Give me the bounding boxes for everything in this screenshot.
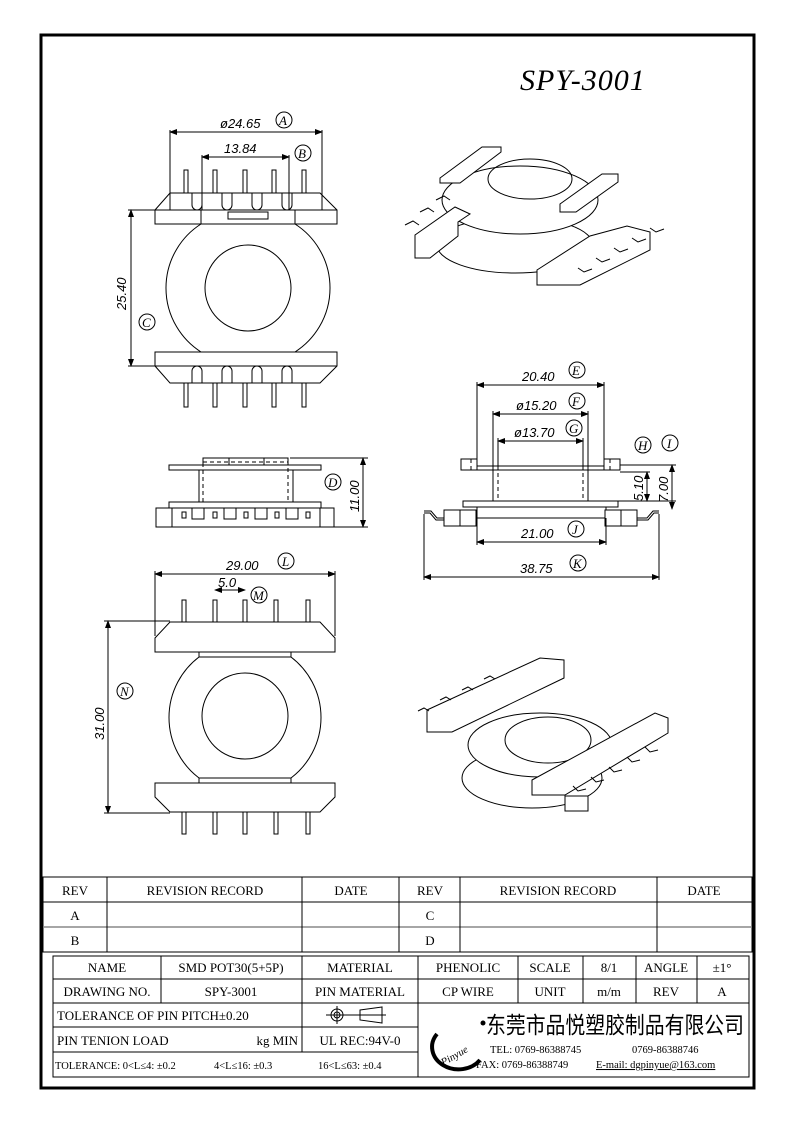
- angle-label: ANGLE: [644, 960, 688, 975]
- rev-header-1: REV: [62, 883, 89, 898]
- side-view: 11.00 D: [155, 457, 368, 528]
- dim-l-label: L: [281, 554, 289, 569]
- dim-c-label: C: [142, 315, 151, 330]
- company-fax: FAX: 0769-86388749: [476, 1060, 568, 1071]
- dim-d-label: D: [327, 475, 338, 490]
- company-email[interactable]: E-mail: dgpinyue@163.com: [596, 1060, 715, 1071]
- svg-text:Pinyue: Pinyue: [439, 1044, 471, 1069]
- dim-l-value: 29.00: [225, 558, 259, 573]
- drawing-no-value: SPY-3001: [205, 984, 258, 999]
- dim-c-value: 25.40: [114, 277, 129, 311]
- name-value: SMD POT30(5+5P): [178, 960, 283, 975]
- dim-h-label: H: [637, 438, 648, 453]
- date-header-2: DATE: [687, 883, 720, 898]
- rev-d: D: [425, 933, 434, 948]
- dim-f-value: ø15.20: [516, 398, 557, 413]
- pin-material-label: PIN MATERIAL: [315, 984, 405, 999]
- rev-header-2: REV: [417, 883, 444, 898]
- dim-a-label: A: [278, 113, 287, 128]
- bottom-pins: [183, 382, 307, 408]
- pin-tension-label: PIN TENION LOAD: [57, 1033, 169, 1048]
- dim-m-label: M: [252, 588, 265, 603]
- dim-k-label: K: [572, 556, 583, 571]
- scale-label: SCALE: [529, 960, 570, 975]
- company-tel-2: 0769-86388746: [632, 1045, 699, 1056]
- front-section-view: 20.40 E ø15.20 F ø13.70 G H I 5.10 7.00 …: [423, 361, 679, 580]
- rev-value: A: [717, 984, 727, 999]
- dim-i-value: 7.00: [656, 476, 671, 502]
- tolerance-range-3: 16<L≤63: ±0.4: [318, 1061, 382, 1072]
- bottom-view-top-pins: [181, 599, 311, 623]
- dim-a-value: ø24.65: [220, 116, 261, 131]
- tolerance-range-1: TOLERANCE: 0<L≤4: ±0.2: [55, 1061, 176, 1072]
- drawing-no-label: DRAWING NO.: [63, 984, 150, 999]
- revision-table: REV REVISION RECORD DATE REV REVISION RE…: [42, 876, 753, 953]
- dim-b-label: B: [298, 146, 306, 161]
- dim-e-value: 20.40: [521, 369, 555, 384]
- material-value: PHENOLIC: [436, 960, 500, 975]
- dim-j-label: J: [572, 522, 579, 537]
- revision-record-header-2: REVISION RECORD: [500, 883, 617, 898]
- projection-symbol-icon: [326, 1006, 386, 1024]
- dim-b-value: 13.84: [224, 141, 257, 156]
- date-header-1: DATE: [334, 883, 367, 898]
- rev-a: A: [70, 908, 80, 923]
- dim-m-value: 5.0: [218, 575, 237, 590]
- dim-k-value: 38.75: [520, 561, 553, 576]
- material-label: MATERIAL: [327, 960, 393, 975]
- top-view: ø24.65 A 13.84 B 25.40 C: [114, 111, 338, 408]
- ul-rec: UL REC:94V-0: [319, 1033, 400, 1048]
- tolerance-range-2: 4<L≤16: ±0.3: [214, 1061, 272, 1072]
- top-pins: [183, 169, 307, 196]
- dim-n-value: 31.00: [92, 707, 107, 740]
- dim-f-label: F: [571, 394, 581, 409]
- dim-d-value: 11.00: [347, 480, 362, 512]
- title-block: NAME SMD POT30(5+5P) MATERIAL PHENOLIC S…: [52, 955, 750, 1078]
- dim-h-value: 5.10: [631, 475, 646, 501]
- pin-pitch-tolerance: TOLERANCE OF PIN PITCH±0.20: [57, 1008, 249, 1023]
- dim-n-label: N: [119, 684, 130, 699]
- pin-material-value: CP WIRE: [442, 984, 494, 999]
- isometric-view-top: [404, 146, 665, 286]
- unit-value: m/m: [597, 984, 621, 999]
- rev-label: REV: [653, 984, 680, 999]
- dim-i-label: I: [666, 436, 672, 451]
- rev-c: C: [426, 908, 435, 923]
- revision-record-header-1: REVISION RECORD: [147, 883, 264, 898]
- bottom-view: 29.00 L 5.0 M 31.00 N: [92, 552, 336, 835]
- company-name: 东莞市品悦塑胶制品有限公司: [486, 1013, 744, 1039]
- dim-e-label: E: [571, 363, 580, 378]
- sheet-border: [39, 33, 756, 1090]
- angle-value: ±1°: [713, 960, 732, 975]
- dim-g-value: ø13.70: [514, 425, 555, 440]
- rev-b: B: [71, 933, 80, 948]
- pin-tension-unit: kg MIN: [256, 1033, 298, 1048]
- dim-g-label: G: [569, 421, 579, 436]
- unit-label: UNIT: [534, 984, 565, 999]
- scale-value: 8/1: [601, 960, 618, 975]
- company-tel: TEL: 0769-86388745: [490, 1045, 581, 1056]
- dim-j-value: 21.00: [520, 526, 554, 541]
- name-label: NAME: [88, 960, 126, 975]
- bottom-view-bottom-pins: [181, 811, 311, 835]
- part-number-title: SPY-3001: [520, 64, 646, 97]
- isometric-view-bottom: [417, 657, 669, 812]
